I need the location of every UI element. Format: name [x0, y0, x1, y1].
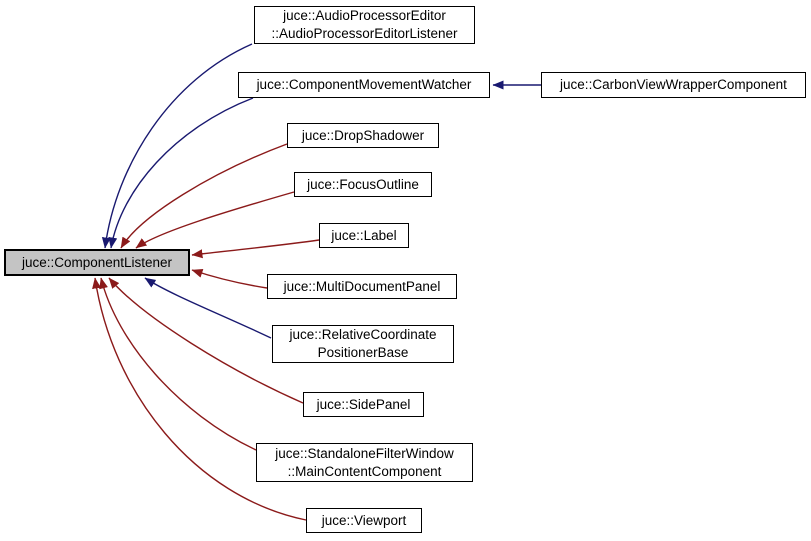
node-label: juce::AudioProcessorEditor ::AudioProces… [271, 8, 458, 41]
edge-sidepanel [108, 277, 304, 404]
node-juce-componentlistener: juce::ComponentListener [4, 249, 190, 276]
edge-label [191, 239, 320, 259]
node-label: juce::StandaloneFilterWindow ::MainConte… [275, 445, 454, 479]
edge-multidocumentpanel [191, 269, 268, 289]
node-label: juce::Viewport [321, 512, 407, 528]
edge-viewport [92, 277, 307, 521]
edge-dropshadower [120, 143, 288, 249]
edge-audioprocessoreditorlistener [101, 43, 253, 249]
edge-relativecoordinatepositionerbase [144, 277, 272, 339]
node-juce-dropshadower[interactable]: juce::DropShadower [287, 123, 439, 148]
node-label: juce::SidePanel [316, 396, 411, 412]
node-juce-relativecoordinatepositionerbase[interactable]: juce::RelativeCoordinate PositionerBase [272, 325, 454, 363]
edge-focusoutline [135, 191, 295, 249]
node-label: juce::CarbonViewWrapperComponent [560, 77, 787, 93]
node-juce-sidepanel[interactable]: juce::SidePanel [303, 392, 424, 417]
node-juce-multidocumentpanel[interactable]: juce::MultiDocumentPanel [267, 274, 457, 299]
node-juce-label[interactable]: juce::Label [319, 223, 409, 248]
node-juce-standalonefilterwindow-maincontentcomponent[interactable]: juce::StandaloneFilterWindow ::MainConte… [256, 443, 473, 482]
node-label: juce::DropShadower [301, 127, 425, 143]
node-label: juce::MultiDocumentPanel [283, 278, 441, 294]
node-juce-audioprocessoreditorlistener[interactable]: juce::AudioProcessorEditor ::AudioProces… [254, 6, 475, 44]
edge-componentmovementwatcher [108, 97, 254, 249]
node-label: juce::ComponentListener [21, 254, 173, 270]
node-label: juce::FocusOutline [307, 176, 419, 192]
node-juce-viewport[interactable]: juce::Viewport [306, 508, 422, 533]
edge-standalonefilterwindow [99, 277, 257, 451]
node-label: juce::ComponentMovementWatcher [256, 77, 472, 93]
node-label: juce::Label [331, 227, 397, 243]
node-juce-componentmovementwatcher[interactable]: juce::ComponentMovementWatcher [238, 72, 490, 98]
node-juce-carbonviewwrappercomponent[interactable]: juce::CarbonViewWrapperComponent [541, 72, 806, 98]
node-label: juce::RelativeCoordinate PositionerBase [289, 327, 437, 360]
node-juce-focusoutline[interactable]: juce::FocusOutline [294, 172, 432, 197]
